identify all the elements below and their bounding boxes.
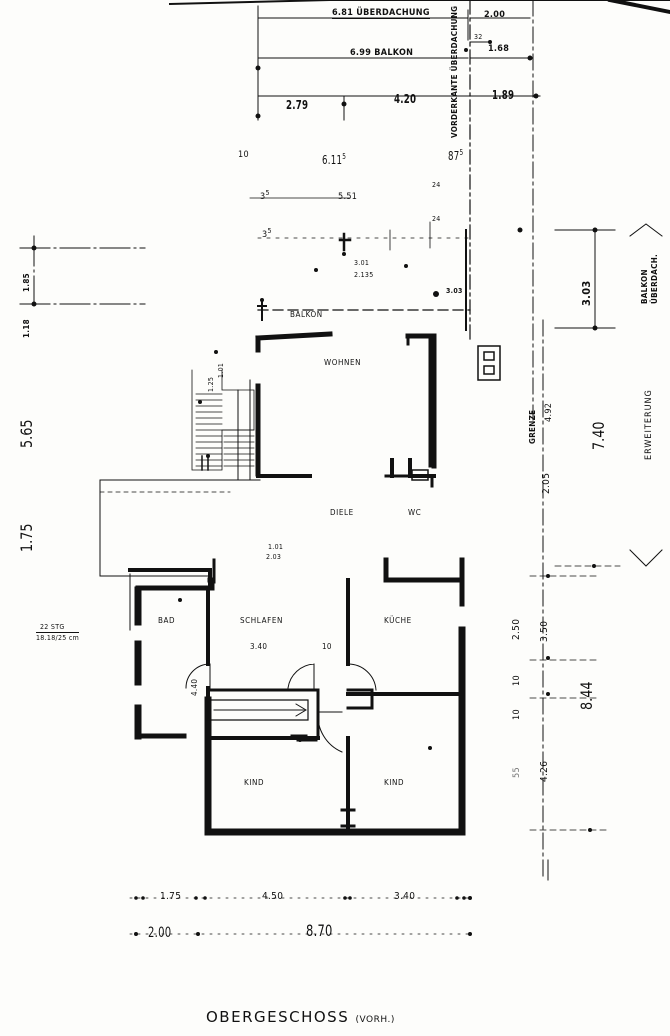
dimension-dots bbox=[31, 40, 598, 936]
label-340-inner: 3.40 bbox=[250, 642, 268, 651]
room-diele: DIELE bbox=[330, 508, 354, 517]
label-611: 6.115 bbox=[322, 152, 347, 167]
wall-kind-divider-mark bbox=[340, 808, 356, 828]
label-stg-2: 18.18/25 cm bbox=[36, 632, 80, 642]
label-440: 4.40 bbox=[190, 678, 199, 696]
label-balkon-699: 6.99 BALKON bbox=[350, 48, 414, 58]
label-erweiterung: ERWEITERUNG bbox=[644, 389, 654, 460]
label-55: 55 bbox=[512, 767, 522, 778]
door-schlafen bbox=[287, 663, 315, 689]
label-250: 2.50 bbox=[511, 618, 522, 640]
label-101: 1.01 bbox=[217, 362, 225, 378]
wall-corridor-inner bbox=[206, 688, 374, 710]
label-24a: 24 bbox=[432, 181, 441, 189]
label-bottom-200: 2.00 bbox=[148, 925, 172, 941]
wall-wohnen-top bbox=[255, 331, 333, 341]
balcony-post-left bbox=[257, 299, 267, 321]
door-bad bbox=[185, 663, 211, 689]
label-551: 5.51 bbox=[338, 192, 358, 202]
label-stg-1: 22 STG bbox=[40, 623, 65, 631]
label-125: 1.25 bbox=[207, 376, 215, 392]
label-118: 1.18 bbox=[22, 319, 31, 338]
label-844: 8.44 bbox=[577, 681, 596, 711]
label-205: 2.05 bbox=[541, 472, 552, 494]
room-kind-2: KIND bbox=[384, 778, 405, 787]
label-175-left: 1.75 bbox=[17, 523, 36, 553]
balcony-leader bbox=[249, 197, 431, 251]
label-492: 4.92 bbox=[544, 402, 554, 422]
door-kueche bbox=[347, 663, 377, 691]
erweiterung-arrow bbox=[629, 223, 663, 567]
label-2135: 2.135 bbox=[354, 271, 374, 279]
wall-wohnen-right bbox=[405, 333, 437, 469]
wall-bad-top bbox=[135, 577, 215, 591]
room-kind-1: KIND bbox=[244, 778, 265, 787]
dim-right-outer bbox=[554, 229, 616, 331]
label-bottom-175: 1.75 bbox=[160, 891, 182, 902]
wall-kitchen-top bbox=[383, 557, 465, 583]
label-bottom-870: 8.70 bbox=[306, 921, 333, 940]
wall-wc bbox=[384, 474, 434, 488]
balcony-post-mid bbox=[338, 232, 352, 252]
label-303-right: 3.03 bbox=[580, 280, 593, 306]
room-bad: BAD bbox=[158, 616, 176, 625]
roof-edge-line bbox=[168, 0, 670, 6]
label-35: 35 bbox=[260, 189, 270, 202]
label-balkon-small: BALKON bbox=[290, 310, 323, 319]
label-87: 875 bbox=[448, 148, 464, 163]
landing bbox=[99, 479, 261, 631]
corner-mark bbox=[607, 0, 670, 15]
label-10: 10 bbox=[238, 150, 249, 160]
room-kueche: KÜCHE bbox=[384, 616, 412, 625]
label-350: 3.50 bbox=[539, 620, 550, 642]
room-schlafen: SCHLAFEN bbox=[240, 616, 283, 625]
closet-arrow bbox=[213, 703, 307, 717]
landing-wall bbox=[128, 568, 212, 588]
label-bottom-450: 4.50 bbox=[262, 891, 284, 902]
label-top-168: 1.68 bbox=[488, 44, 510, 54]
closet bbox=[207, 699, 309, 721]
label-bottom-340: 3.40 bbox=[394, 891, 416, 902]
label-203: 2.03 bbox=[266, 553, 282, 561]
label-10d: 10 bbox=[512, 709, 522, 720]
wc-box bbox=[477, 345, 501, 381]
wc-fixture bbox=[411, 469, 429, 481]
room-wc: WC bbox=[408, 508, 422, 517]
label-balkon-ueberdach: BALKON ÜBERDACH. bbox=[640, 253, 659, 304]
label-35b: 35 bbox=[262, 227, 272, 240]
plan-title: OBERGESCHOSS (VORH.) bbox=[206, 1008, 395, 1026]
label-189: 1.89 bbox=[492, 88, 515, 102]
label-vorderkante: VORDERKANTE ÜBERDACHUNG bbox=[450, 5, 459, 138]
label-top-200: 2.00 bbox=[484, 10, 506, 20]
label-420: 4.20 bbox=[394, 92, 417, 106]
wall-kind-top bbox=[206, 692, 464, 740]
room-wohnen: WOHNEN bbox=[324, 358, 362, 367]
label-740: 7.40 bbox=[589, 421, 608, 451]
staircase bbox=[191, 369, 255, 481]
label-top-32: 32 bbox=[474, 33, 483, 41]
label-426: 4.26 bbox=[539, 760, 550, 782]
label-24b: 24 bbox=[432, 215, 441, 223]
dim-left-top bbox=[19, 235, 146, 311]
label-10b: 10 bbox=[322, 642, 332, 651]
label-185: 1.85 bbox=[22, 273, 31, 292]
wall-corridor-left bbox=[256, 450, 312, 478]
wall-wohnen-right-inner bbox=[406, 334, 432, 468]
label-ueberdachung: 6.81 ÜBERDACHUNG bbox=[332, 8, 430, 19]
label-565: 5.65 bbox=[17, 419, 36, 449]
label-101b: 1.01 bbox=[268, 543, 284, 551]
label-279: 2.79 bbox=[286, 98, 309, 112]
label-grenze: GRENZE bbox=[528, 409, 537, 444]
dim-right-ticks bbox=[529, 565, 621, 831]
label-301: 3.01 bbox=[354, 259, 370, 267]
label-10c: 10 bbox=[512, 675, 522, 686]
label-303: 3.03 bbox=[446, 287, 463, 295]
door-kind bbox=[317, 711, 343, 753]
